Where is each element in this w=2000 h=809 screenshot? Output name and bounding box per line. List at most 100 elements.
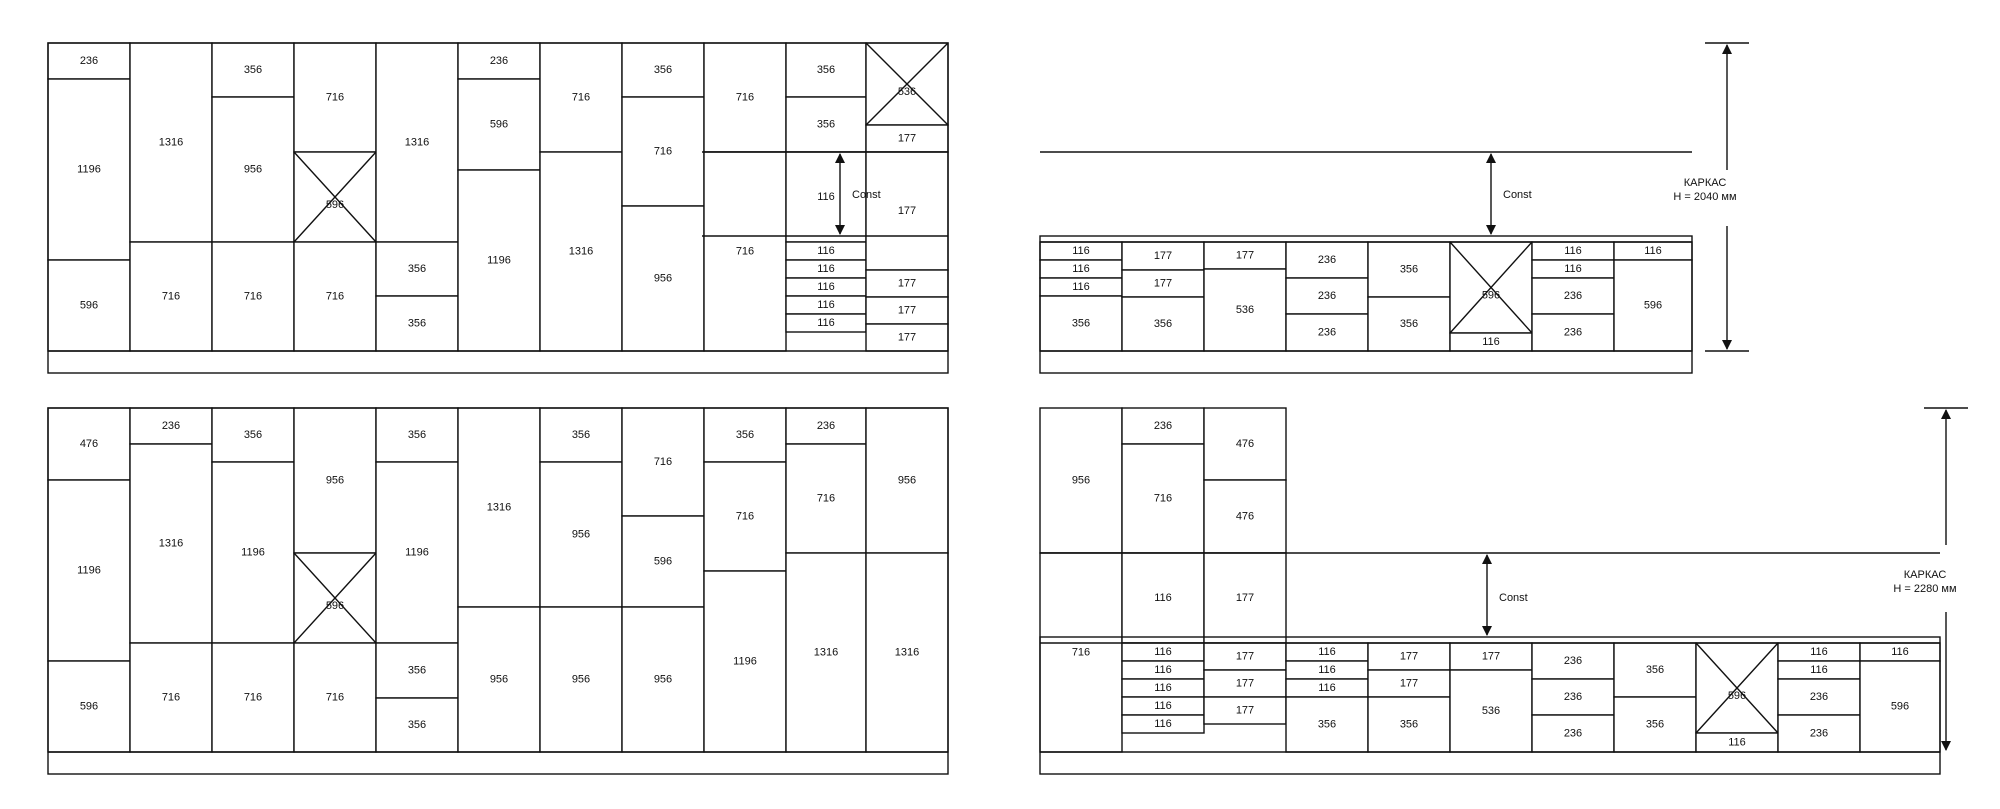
module-size-label: 956 — [654, 272, 672, 284]
appliance-cross-line — [865, 42, 949, 126]
module-size-label: 177 — [898, 304, 916, 316]
module-cell: 236 — [1531, 714, 1615, 753]
height-2040-label: H = 2040 мм — [1673, 191, 1736, 203]
module-cell: 236 — [1531, 642, 1615, 680]
module-cell: 116 — [1121, 552, 1205, 644]
module-cell: 1196 — [47, 479, 131, 662]
module-cell: 356 — [1121, 296, 1205, 352]
module-size-label: 116 — [817, 191, 835, 203]
module-size-label: 236 — [1810, 727, 1828, 739]
cell-outline — [1203, 669, 1287, 698]
module-cell: 177 — [1203, 669, 1287, 698]
module-size-label: 596 — [326, 199, 344, 211]
module-size-label: 177 — [1400, 677, 1418, 689]
module-size-label: 236 — [1318, 326, 1336, 338]
cell-outline — [1203, 642, 1287, 671]
module-cell: 716 — [703, 151, 787, 352]
module-cell: 177 — [865, 269, 949, 298]
module-cell: 1196 — [457, 169, 541, 352]
module-size-label: 1316 — [405, 136, 429, 148]
module-cell: 116 — [785, 295, 867, 315]
module-cell: 536 — [1203, 268, 1287, 352]
module-cell: 236 — [1121, 407, 1205, 445]
module-cell: 177 — [865, 296, 949, 325]
module-size-label: 177 — [1236, 704, 1254, 716]
module-size-label: 116 — [1154, 718, 1172, 730]
cell-outline — [539, 461, 623, 608]
module-cell: 956 — [457, 606, 541, 753]
module-size-label: 596 — [326, 600, 344, 612]
module-cell: 596 — [47, 259, 131, 352]
cell-outline — [1613, 696, 1697, 753]
module-size-label: 116 — [817, 245, 835, 257]
module-cell: 596 — [621, 515, 705, 608]
module-cell: 476 — [1203, 479, 1287, 554]
module-size-label: 596 — [490, 118, 508, 130]
cell-outline — [457, 169, 541, 352]
module-size-label: 1316 — [569, 245, 593, 257]
module-size-label: 116 — [1154, 700, 1172, 712]
module-cell: 1316 — [129, 42, 213, 243]
module-size-label: 356 — [408, 664, 426, 676]
cell-outline — [129, 42, 213, 243]
module-size-label: 1316 — [895, 646, 919, 658]
module-size-label: 116 — [1154, 664, 1172, 676]
module-cell: 1196 — [375, 461, 459, 644]
module-size-label: 177 — [1236, 677, 1254, 689]
appliance-cell: 596 — [1695, 642, 1779, 734]
module-cell: 236 — [129, 407, 213, 445]
module-size-label: 116 — [1564, 245, 1582, 257]
module-cell: 356 — [1285, 696, 1369, 753]
appliance-cross-line — [1695, 642, 1779, 734]
cell-outline — [621, 96, 705, 207]
module-size-label: 236 — [1564, 655, 1582, 667]
module-cell: 116 — [1613, 241, 1693, 261]
module-size-label: 116 — [817, 263, 835, 275]
module-cell: 716 — [539, 42, 623, 153]
cell-outline — [1367, 241, 1451, 298]
cell-outline — [539, 606, 623, 753]
module-cell: 236 — [1777, 714, 1861, 753]
frame-layer — [47, 42, 1968, 775]
module-size-label: 116 — [817, 317, 835, 329]
module-size-label: 116 — [1810, 646, 1828, 658]
module-cell: 236 — [457, 42, 541, 80]
module-cell: 116 — [1285, 642, 1369, 662]
appliance-cell: 596 — [293, 151, 377, 243]
cell-outline — [865, 407, 949, 554]
module-cell: 236 — [1285, 313, 1369, 352]
module-size-label: 956 — [898, 474, 916, 486]
module-size-label: 956 — [654, 673, 672, 685]
panel-top-right-frame — [1039, 235, 1693, 374]
module-size-label: 1196 — [77, 163, 101, 175]
module-size-label: 116 — [1564, 263, 1582, 275]
module-size-label: 356 — [1400, 263, 1418, 275]
module-size-label: 236 — [490, 55, 508, 67]
module-size-label: 177 — [1236, 249, 1254, 261]
module-cell: 716 — [1121, 443, 1205, 554]
module-size-label: 236 — [1564, 727, 1582, 739]
module-cell: 596 — [1859, 660, 1941, 753]
module-cell: 177 — [1121, 269, 1205, 298]
module-cell: 716 — [1039, 552, 1123, 753]
cell-outline — [375, 642, 459, 699]
cell-outline — [1203, 268, 1287, 352]
module-cell: 177 — [1121, 241, 1205, 271]
module-size-label: 356 — [408, 263, 426, 275]
cell-outline — [47, 479, 131, 662]
module-size-label: 236 — [1564, 326, 1582, 338]
cell-outline — [375, 295, 459, 352]
module-size-label: 177 — [1154, 250, 1172, 262]
module-size-label: 1316 — [814, 646, 838, 658]
cell-outline — [1367, 669, 1451, 698]
module-cell: 356 — [785, 96, 867, 153]
cell-outline — [1367, 296, 1451, 352]
module-cell: 1316 — [129, 443, 213, 644]
panel-top-left: 2361196596131671635695671671659671613163… — [47, 42, 949, 352]
module-cell: 116 — [1039, 241, 1123, 261]
panel-top-right: 1161161163561771773561775362362362363563… — [1039, 241, 1693, 352]
appliance-cell: 596 — [1449, 241, 1533, 334]
module-size-label: 596 — [1644, 299, 1662, 311]
cell-outline — [1531, 642, 1615, 680]
